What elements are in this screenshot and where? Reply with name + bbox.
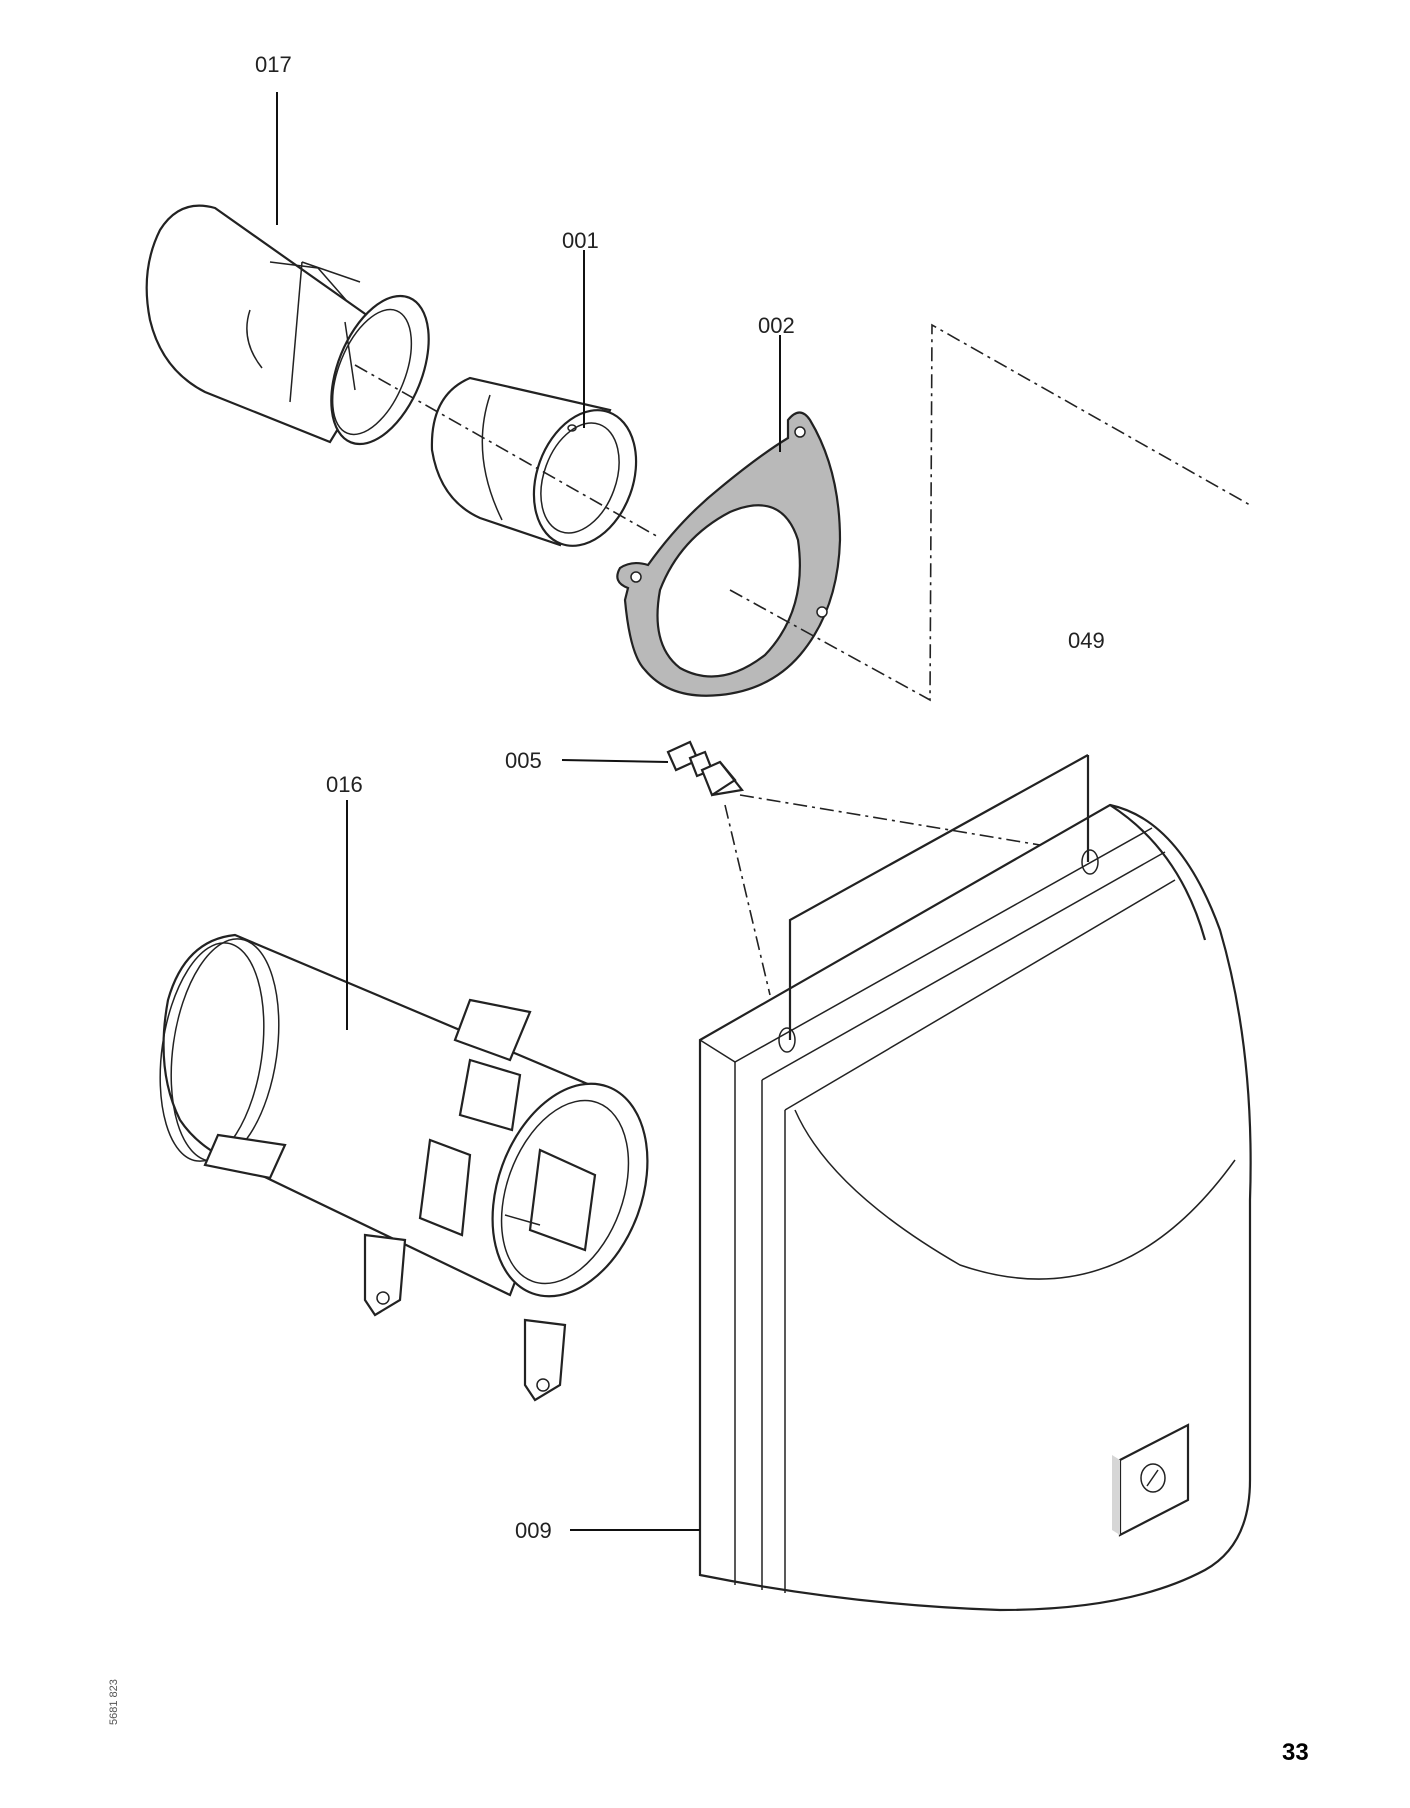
part-016-burner-tube [159, 933, 649, 1402]
leader-lines [276, 92, 781, 1531]
part-001-sleeve [430, 376, 638, 547]
label-049: 049 [1068, 628, 1105, 653]
part-005-screw [666, 740, 745, 797]
part-009-cover [698, 754, 1252, 1612]
page-number: 33 [1282, 1739, 1309, 1766]
label-005: 005 [505, 748, 542, 773]
label-009: 009 [515, 1518, 552, 1543]
label-001: 001 [562, 228, 599, 253]
label-017: 017 [255, 52, 292, 77]
part-017-tube [145, 204, 430, 446]
drawing-code: 5681 823 [108, 1679, 120, 1725]
part-labels: 017 001 002 049 005 016 009 [255, 52, 1105, 1543]
label-016: 016 [326, 772, 363, 797]
part-002-gasket [616, 411, 842, 697]
label-002: 002 [758, 313, 795, 338]
assembly-axis-lines [354, 323, 1251, 996]
